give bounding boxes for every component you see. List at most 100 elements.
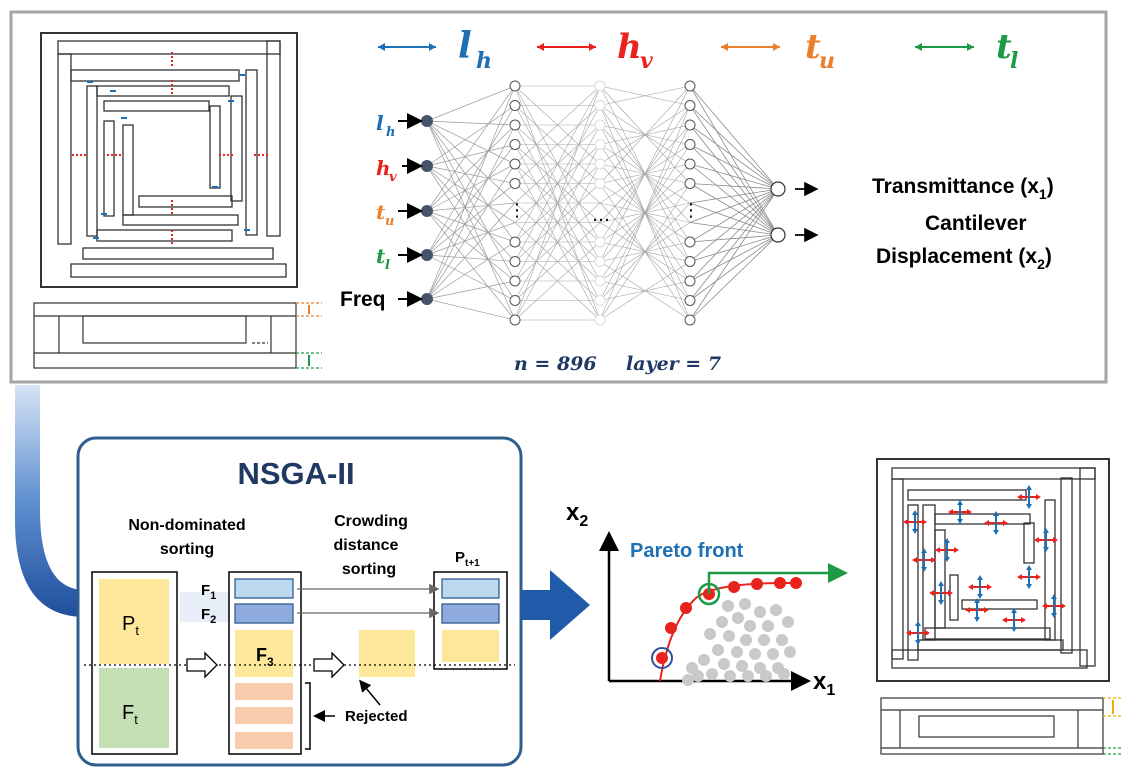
nn-edge-output [689,234,779,282]
selection-arrow [707,563,848,594]
nn-edge-output [689,163,779,190]
top-panel-frame [9,10,1108,384]
nn-output-node [770,227,786,243]
nn-edge-input [426,163,516,212]
label-F3: F3 [256,645,274,669]
big-flow-arrow [521,570,590,640]
nn-edge-input [426,254,516,301]
input-label-tl: t [376,244,386,268]
nn-edge-output [689,188,779,301]
opt-marker-v-heads [957,500,963,524]
nn-edge-hidden-1 [514,85,601,243]
next-F1-block [441,578,500,599]
opt-marker-v-heads [915,621,921,645]
legend-tu: t u [721,27,835,74]
label-Pt: Pt [122,613,139,638]
nn-edge-input [426,202,516,212]
nn-edge-input [426,85,516,300]
nn-hidden-node [684,236,696,248]
dominated-point [731,646,743,658]
dominated-point [704,628,716,640]
nn-edge-hidden-1 [514,85,601,321]
nn-hidden-node [509,100,521,111]
pareto-x-label: x1 [813,668,835,699]
hidden-ellipsis: … [592,205,610,226]
opt-marker-h-heads [912,557,936,563]
nn-edge-hidden-1 [514,163,601,321]
nn-hidden-node [684,178,696,189]
legend-tl-symbol: t [996,27,1012,67]
crowd-label-3: sorting [342,561,396,578]
rejected-label: Rejected [345,708,408,725]
rejected-block-1 [235,683,293,700]
nn-edge-input [426,280,516,300]
nn-edge-output [689,144,779,236]
nn-edge-input [426,120,516,204]
dominated-point [778,668,790,680]
crowd-label-2: distance [334,537,399,554]
nn-edge-output [689,163,779,236]
nn-edge-hidden-2 [599,261,691,321]
parent-pop-block [99,579,169,664]
opt-marker-v-heads [921,548,927,572]
nn-hidden-node [684,80,696,92]
output-arrows [795,181,819,243]
nn-hidden-node [594,100,606,111]
nn-edge-output [689,183,779,236]
nn-edge-output [689,188,779,282]
nn-hidden-node [684,314,696,326]
nn-edge-input [426,105,516,256]
label-Ft: Ft [122,702,138,727]
dominated-point [770,604,782,616]
nn-edge-hidden-2 [599,183,691,321]
input-label-tu: t [376,200,386,224]
opt-marker-h-heads [948,509,972,515]
nn-edge-input [426,210,516,282]
legend-tu-symbol: t [805,27,821,67]
nondom-label-2: sorting [160,541,214,558]
nn-hidden-node [509,139,521,150]
opt-marker-h-heads [906,630,930,636]
dominated-point [682,674,694,686]
nn-edge-input [426,163,516,300]
input-label-hv: h [376,156,391,180]
dominated-point [740,634,752,646]
dominated-point [698,654,710,666]
next-F2-block [441,603,500,624]
output-cantilever: Cantilever [925,212,1027,235]
nn-edge-input [426,165,516,223]
nn-hidden-node [684,158,696,170]
legend-tl-sub: l [1010,48,1018,74]
output-displacement: Displacement (x2) [876,245,1052,272]
crowding-rejected-arrow [359,679,381,706]
nn-edge-output [689,188,779,262]
opt-marker-v-heads [1043,528,1049,552]
dominated-point [742,670,754,682]
input-label-freq: Freq [340,288,386,311]
nn-edge-input [426,144,516,256]
nn-hidden-node [684,295,696,306]
nn-edge-output [689,222,779,236]
front-point [774,577,786,589]
opt-marker-v-heads [1026,485,1032,509]
dominated-point [760,670,772,682]
nn-edge-input [426,120,516,321]
nn-edge-output [689,144,779,190]
nn-edge-input [426,120,516,126]
nn-edge-input [426,210,516,243]
hidden-vdots-1: ⋮ [508,200,526,221]
nn-edge-output [689,124,779,190]
legend-hv: h v [537,27,653,74]
nn-output-node [770,181,786,197]
nn-hidden-node [594,256,606,267]
nn-edge-input [426,105,516,167]
crowding-rejected-block [359,630,415,677]
dominated-point [722,600,734,612]
nsga-title: NSGA-II [237,456,354,491]
dominated-point [732,612,744,624]
dominated-point [736,660,748,672]
nn-hidden-node [509,119,521,131]
spiral-structure-top-view [40,32,298,288]
opt-marker-h-heads [903,519,927,525]
dominated-point [749,648,761,660]
